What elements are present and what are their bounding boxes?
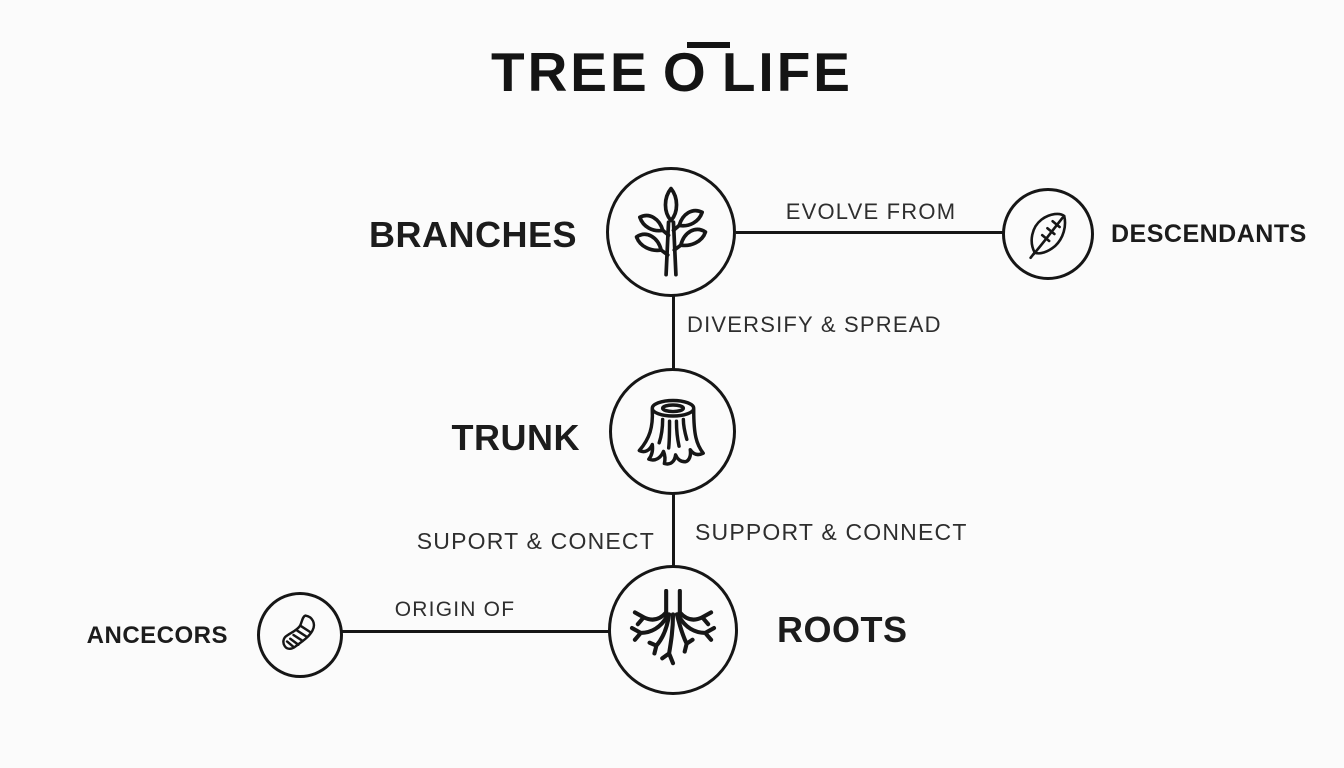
- title-pre: TREE: [490, 41, 650, 103]
- node-label-roots: ROOTS: [777, 609, 908, 650]
- edge-trunk-roots: [672, 494, 675, 566]
- caterpillar-icon: [282, 614, 316, 650]
- edge-label-evolve-from: EVOLVE FROM: [785, 199, 957, 224]
- stump-icon: [637, 398, 705, 466]
- roots-icon: [629, 589, 717, 666]
- edge-branches-trunk: [672, 296, 675, 369]
- edge-label-suport-conect: SUPORT & CONECT: [416, 528, 655, 554]
- edge-label-diversify-spread: DIVERSIFY & SPREAD: [687, 312, 942, 337]
- edge-label-origin-of: ORIGIN OF: [394, 598, 516, 621]
- node-descendants: [1002, 188, 1094, 280]
- node-label-descendants: DESCENDANTS: [1111, 220, 1307, 248]
- leaf-icon: [1029, 212, 1067, 260]
- edge-ancestors-roots: [342, 630, 610, 633]
- sapling-icon: [634, 186, 708, 277]
- edge-branches-descendants: [736, 231, 1004, 234]
- node-ancestors: [257, 592, 343, 678]
- node-trunk: [609, 368, 736, 495]
- edge-label-support-connect: SUPPORT & CONNECT: [695, 519, 968, 545]
- node-roots: [608, 565, 738, 695]
- node-label-branches: BRANCHES: [368, 214, 577, 255]
- node-label-trunk: TRUNK: [451, 417, 580, 458]
- node-branches: [606, 167, 736, 297]
- node-label-ancestors: ANCECORS: [86, 622, 228, 649]
- title-o-glyph: O: [662, 41, 730, 103]
- title-post: LIFE: [721, 41, 853, 103]
